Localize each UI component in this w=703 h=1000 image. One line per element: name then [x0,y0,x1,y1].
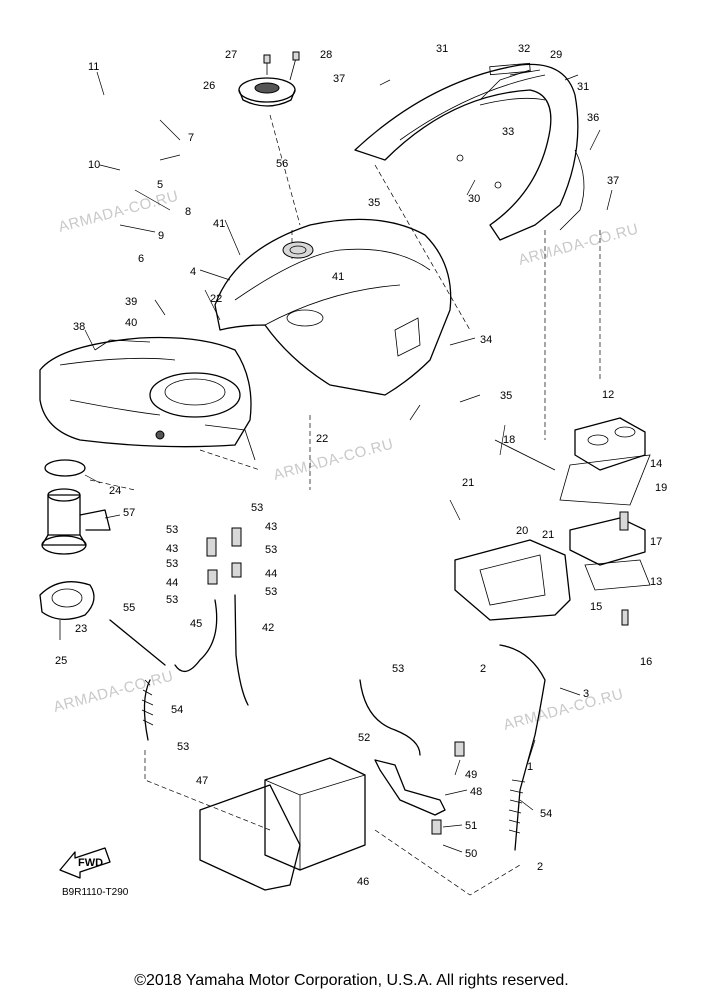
callout: 47 [196,775,208,787]
callout: 53 [265,586,277,598]
callout: 54 [540,808,552,820]
callout: 14 [650,458,662,470]
callout: 32 [518,43,530,55]
callout: 2 [480,663,486,675]
fuel-tank [39,336,256,461]
tank-cover [214,218,452,396]
callout: 9 [158,230,164,242]
callout: 8 [185,206,191,218]
callout: 12 [602,389,614,401]
callout: 26 [203,80,215,92]
seat-frame [354,62,585,241]
callout: 22 [316,433,328,445]
fuel-cap [238,51,300,107]
watermarks: ARMADA-CO.RU ARMADA-CO.RU ARMADA-CO.RU A… [52,187,641,733]
callout: 41 [332,271,344,283]
callout: 53 [392,663,404,675]
fwd-arrow-icon: FWD [59,847,111,879]
callouts: 1 2 2 3 4 5 6 7 8 9 10 11 12 13 14 15 16… [55,43,667,888]
callout: 6 [138,253,144,265]
watermark: ARMADA-CO.RU [502,685,626,733]
watermark: ARMADA-CO.RU [517,220,641,268]
fuel-pump [39,459,111,640]
callout: 5 [157,179,163,191]
callout: 46 [357,876,369,888]
callout: 53 [177,741,189,753]
callout: 43 [265,521,277,533]
callout: 53 [251,502,263,514]
callout: 17 [650,536,662,548]
copyright-notice: ©2018 Yamaha Motor Corporation, U.S.A. A… [134,972,569,989]
callout: 33 [502,126,514,138]
hoses [109,527,546,851]
callout: 49 [465,769,477,781]
callout: 34 [480,334,492,346]
callout: 1 [527,761,533,773]
diagram-code: B9R1110-T290 [62,887,129,898]
canister-bracket [374,741,465,835]
callout: 23 [75,623,87,635]
callout: 24 [109,485,121,497]
callout: 29 [550,49,562,61]
callout: 20 [516,525,528,537]
callout: 48 [470,786,482,798]
callout: 25 [55,655,67,667]
watermark: ARMADA-CO.RU [52,667,176,715]
callout: 27 [225,49,237,61]
callout: 21 [462,477,474,489]
callout: 35 [500,390,512,402]
callout: 37 [607,175,619,187]
assembly-guides [89,114,601,896]
callout: 35 [368,197,380,209]
callout: 55 [123,602,135,614]
watermark: ARMADA-CO.RU [57,187,181,235]
callout: 2 [537,861,543,873]
callout: 22 [210,293,222,305]
callout: 31 [436,43,448,55]
callout: 42 [262,622,274,634]
fwd-label: FWD [78,857,103,869]
callout: 44 [166,577,178,589]
callout: 21 [542,529,554,541]
callout: 51 [465,820,477,832]
callout: 53 [166,558,178,570]
callout: 36 [587,112,599,124]
callout: 53 [265,544,277,556]
callout: 11 [88,61,99,73]
callout: 3 [583,688,589,700]
callout: 53 [166,594,178,606]
callout: 13 [650,576,662,588]
callout: 15 [590,601,602,613]
callout: 37 [333,73,345,85]
callout: 31 [577,81,589,93]
callout: 44 [265,568,277,580]
callout: 40 [125,317,137,329]
callout: 43 [166,543,178,555]
canister [199,757,366,891]
callout: 10 [88,159,100,171]
battery-box [454,417,651,626]
watermark: ARMADA-CO.RU [272,435,396,483]
callout: 7 [188,132,194,144]
callout: 38 [73,321,85,333]
callout: 19 [655,482,667,494]
callout: 28 [320,49,332,61]
callout: 56 [276,158,288,170]
callout: 39 [125,296,137,308]
leader-lines [84,71,613,853]
callout: 30 [468,193,480,205]
callout: 54 [171,704,183,716]
callout: 18 [503,434,515,446]
callout: 50 [465,848,477,860]
callout: 57 [123,507,135,519]
callout: 52 [358,732,370,744]
callout: 4 [190,266,196,278]
callout: 45 [190,618,202,630]
callout: 41 [213,218,225,230]
callout: 16 [640,656,652,668]
callout: 53 [166,524,178,536]
